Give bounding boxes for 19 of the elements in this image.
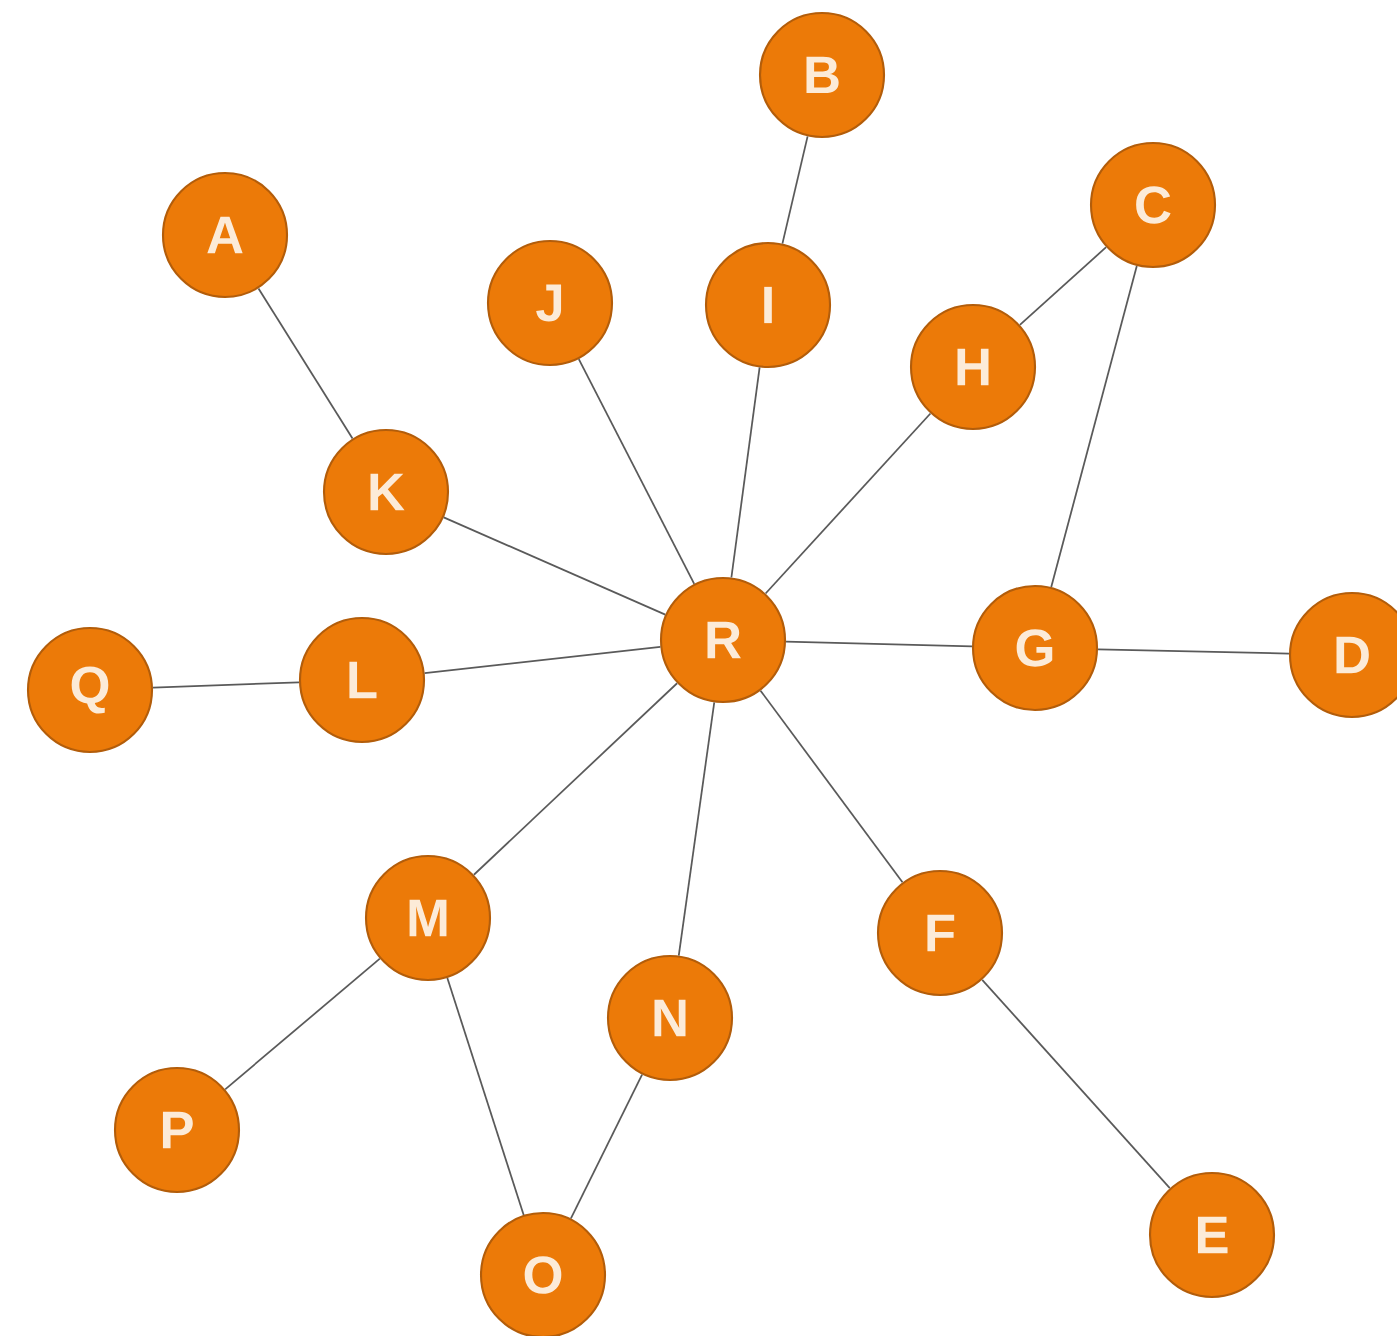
- connector-line: [257, 287, 354, 440]
- connector-line: [442, 516, 667, 616]
- connector-line: [1019, 246, 1108, 326]
- connector-line: [152, 681, 300, 689]
- connector-line: [677, 701, 716, 957]
- connector-line: [577, 358, 696, 585]
- connector-line: [785, 640, 973, 648]
- connector-line: [446, 977, 525, 1216]
- connector-line: [570, 1073, 643, 1220]
- connector-line: [1097, 648, 1290, 655]
- connector-line: [764, 412, 932, 595]
- connector-line: [730, 366, 761, 579]
- connector-line: [759, 689, 904, 884]
- connector-line: [473, 682, 678, 876]
- connector-line: [781, 135, 809, 245]
- connector-line: [1050, 265, 1138, 588]
- connector-line: [423, 646, 662, 674]
- connector-line: [981, 978, 1171, 1190]
- connector-line: [224, 957, 381, 1091]
